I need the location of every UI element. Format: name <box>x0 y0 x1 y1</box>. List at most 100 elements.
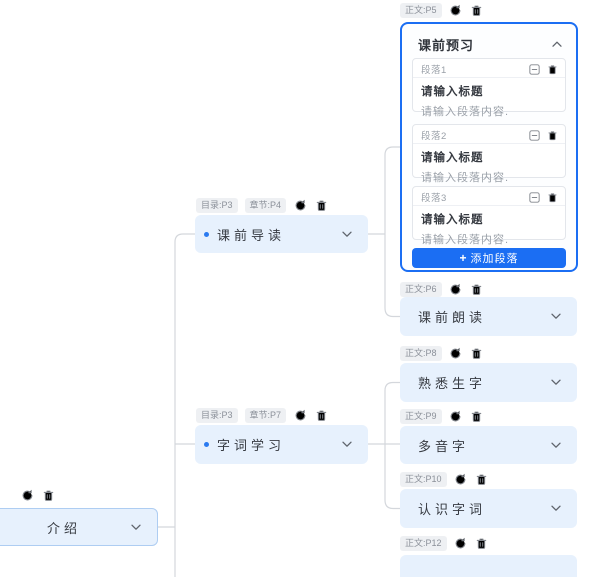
chapter-page-badge: 章节:P7 <box>244 408 287 423</box>
trash-icon <box>547 64 557 74</box>
paragraph-card: 段落2 请输入标题 请输入段落内容. <box>412 124 566 184</box>
minus-square-icon <box>528 191 540 203</box>
paragraph-card: 段落1 请输入标题 请输入段落内容. <box>412 58 566 118</box>
delete-button[interactable] <box>470 410 484 424</box>
refresh-button[interactable] <box>454 473 468 487</box>
refresh-button[interactable] <box>449 4 463 18</box>
delete-button[interactable] <box>314 409 328 423</box>
delete-button[interactable] <box>475 537 489 551</box>
node-toolbar-recognize: 正文:P10 <box>400 472 489 487</box>
minus-square-icon <box>528 129 540 141</box>
body-page-badge: 正文:P6 <box>400 282 442 297</box>
node-label: 课前导读 <box>217 227 286 243</box>
catalog-page-badge: 目录:P3 <box>196 408 238 423</box>
delete-paragraph-button[interactable] <box>546 63 558 75</box>
node-recognize-words[interactable]: 认识字词 <box>400 489 577 528</box>
chevron-down-icon[interactable] <box>551 442 561 449</box>
delete-button[interactable] <box>470 283 484 297</box>
delete-paragraph-button[interactable] <box>546 129 558 141</box>
refresh-icon <box>22 489 32 501</box>
node-toolbar-words: 目录:P3 章节:P7 <box>196 408 328 423</box>
add-paragraph-button[interactable]: + 添加段落 <box>412 248 566 268</box>
paragraph-content-input[interactable]: 请输入段落内容. <box>421 172 510 184</box>
node-familiar-characters[interactable]: 熟悉生字 <box>400 363 577 402</box>
card-title: 课前预习 <box>418 38 475 53</box>
paragraph-title-input[interactable]: 请输入标题 <box>421 86 484 98</box>
chevron-down-icon[interactable] <box>131 524 141 531</box>
body-page-badge: 正文:P5 <box>400 3 442 18</box>
trash-icon <box>471 5 482 16</box>
refresh-button[interactable] <box>454 537 468 551</box>
paragraph-title-input[interactable]: 请输入标题 <box>421 152 484 164</box>
node-polyphonic-characters[interactable]: 多音字 <box>400 426 577 464</box>
catalog-page-badge: 目录:P3 <box>196 198 238 213</box>
node-pre-class-preview-card[interactable]: 课前预习 段落1 请输入标题 请输入段落内容. <box>400 22 578 272</box>
node-partial-bottom[interactable] <box>400 555 577 577</box>
trash-icon <box>547 130 557 140</box>
chevron-down-icon[interactable] <box>551 313 561 320</box>
delete-button[interactable] <box>470 4 484 18</box>
body-page-badge: 正文:P9 <box>400 409 442 424</box>
body-page-badge: 正文:P12 <box>400 536 447 551</box>
node-pre-class-reading[interactable]: 课前朗读 <box>400 297 577 336</box>
refresh-button[interactable] <box>20 489 34 503</box>
node-toolbar-familiar: 正文:P8 <box>400 346 484 361</box>
chevron-up-icon[interactable] <box>552 41 562 48</box>
trash-icon <box>316 200 326 211</box>
refresh-button[interactable] <box>293 409 307 423</box>
paragraph-title-input[interactable]: 请输入标题 <box>421 214 484 226</box>
collapse-paragraph-button[interactable] <box>528 191 540 203</box>
refresh-icon <box>450 283 461 295</box>
chevron-down-icon[interactable] <box>342 231 352 238</box>
refresh-button[interactable] <box>449 410 463 424</box>
paragraph-label: 段落3 <box>421 193 447 204</box>
chevron-down-icon[interactable] <box>551 379 561 386</box>
trash-icon <box>471 411 482 422</box>
refresh-icon <box>295 199 305 211</box>
trash-icon <box>476 538 487 549</box>
add-paragraph-label: 添加段落 <box>470 253 519 265</box>
delete-button[interactable] <box>41 489 55 503</box>
paragraph-card: 段落3 请输入标题 请输入段落内容. <box>412 186 566 246</box>
trash-icon <box>471 284 482 295</box>
delete-paragraph-button[interactable] <box>546 191 558 203</box>
trash-icon <box>471 348 482 359</box>
chevron-down-icon[interactable] <box>551 505 561 512</box>
node-toolbar-guide: 目录:P3 章节:P4 <box>196 198 328 213</box>
node-toolbar-preview: 正文:P5 <box>400 3 484 18</box>
delete-button[interactable] <box>475 473 489 487</box>
node-label: 熟悉生字 <box>418 376 487 391</box>
node-pre-class-guide[interactable]: 课前导读 <box>195 215 368 253</box>
minus-square-icon <box>528 63 540 75</box>
refresh-button[interactable] <box>293 199 307 213</box>
trash-icon <box>476 474 487 485</box>
node-toolbar-reading: 正文:P6 <box>400 282 484 297</box>
paragraph-label: 段落1 <box>421 65 447 76</box>
node-course-intro[interactable]: 介绍 <box>0 508 158 546</box>
refresh-icon <box>455 473 466 485</box>
paragraph-content-input[interactable]: 请输入段落内容. <box>421 234 510 246</box>
refresh-icon <box>295 409 305 421</box>
node-toolbar-intro <box>20 488 55 503</box>
collapse-paragraph-button[interactable] <box>528 129 540 141</box>
node-word-learning[interactable]: 字词学习 <box>195 425 368 464</box>
trash-icon <box>316 410 326 421</box>
paragraph-content-input[interactable]: 请输入段落内容. <box>421 106 510 118</box>
body-page-badge: 正文:P8 <box>400 346 442 361</box>
plus-icon: + <box>459 251 467 265</box>
delete-button[interactable] <box>470 347 484 361</box>
body-page-badge: 正文:P10 <box>400 472 447 487</box>
paragraph-label: 段落2 <box>421 131 447 142</box>
refresh-icon <box>455 537 466 549</box>
collapse-paragraph-button[interactable] <box>528 63 540 75</box>
delete-button[interactable] <box>314 199 328 213</box>
refresh-button[interactable] <box>449 347 463 361</box>
refresh-button[interactable] <box>449 283 463 297</box>
trash-icon <box>547 192 557 202</box>
node-toolbar-polyphonic: 正文:P9 <box>400 409 484 424</box>
chapter-page-badge: 章节:P4 <box>244 198 287 213</box>
node-label: 多音字 <box>418 438 470 454</box>
chevron-down-icon[interactable] <box>342 441 352 448</box>
card-header: 课前预习 <box>402 24 576 54</box>
